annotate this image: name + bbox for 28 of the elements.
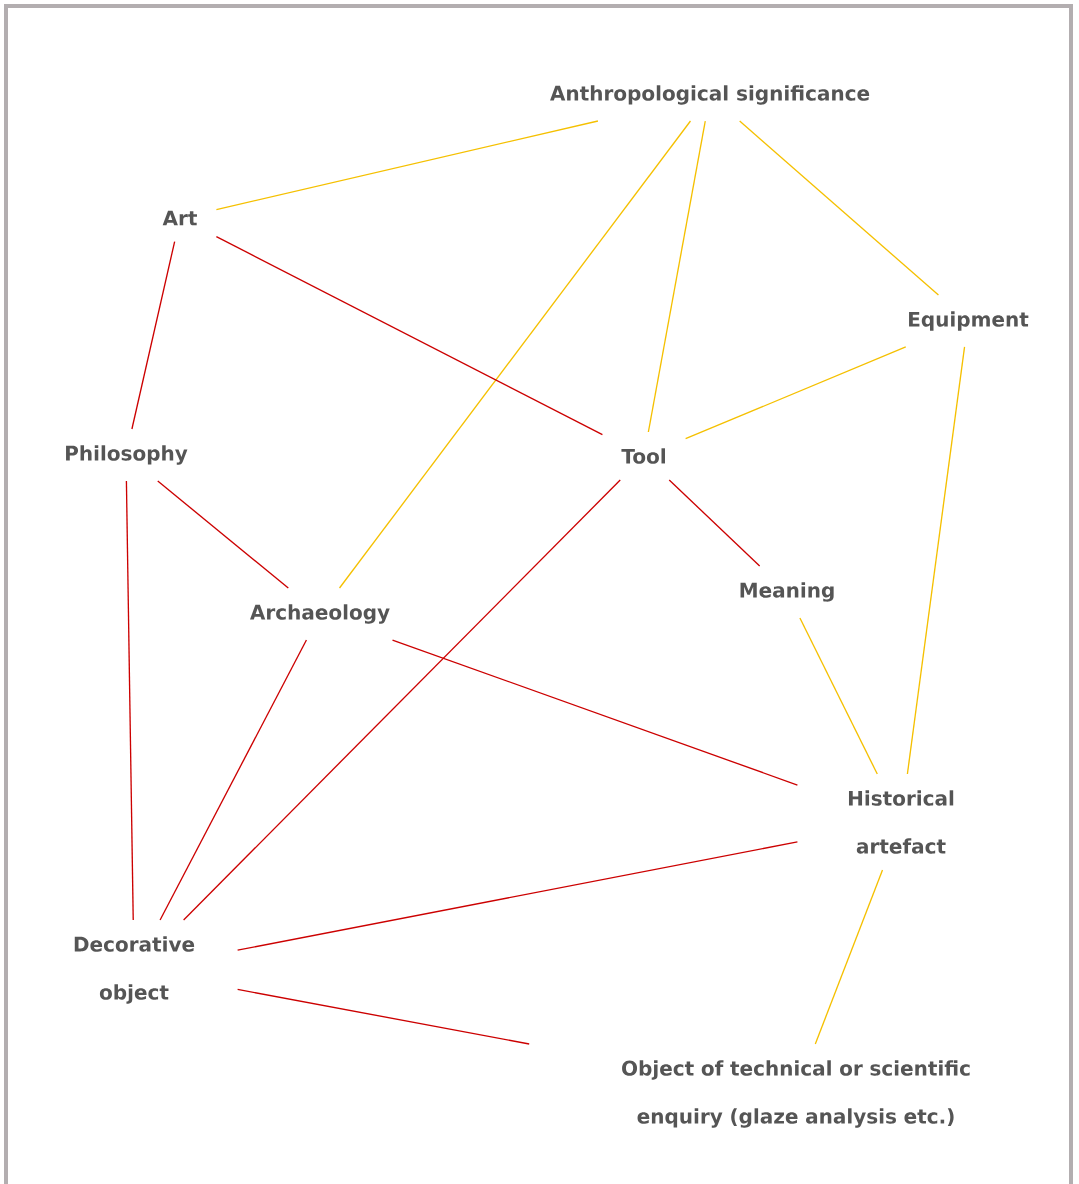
node-label: Archaeology: [250, 604, 390, 624]
connector-line: [125, 480, 134, 921]
connector-line: [159, 639, 308, 921]
node-label: Art: [162, 210, 197, 226]
connector-line: [236, 988, 530, 1045]
node-label: Equipment: [909, 311, 1029, 331]
connector-line: [647, 120, 706, 433]
connector-line: [338, 120, 692, 589]
node-label: Object of technical or scientific enquiry (glaze analysis etc.): [622, 1060, 970, 1128]
connector-line: [668, 479, 761, 567]
connector-line: [182, 479, 621, 921]
connector-line: [799, 617, 878, 775]
connector-line: [739, 120, 940, 296]
node-label: Historical artefact: [849, 790, 954, 854]
node-label: Decorative object: [74, 936, 195, 1004]
connector-line: [215, 235, 604, 436]
node-label: Tool: [621, 448, 665, 464]
connector-line: [391, 639, 799, 786]
connector-line: [814, 869, 884, 1045]
connector-line: [906, 346, 966, 775]
connector-line: [131, 240, 176, 430]
connector-line: [215, 120, 599, 211]
connector-line: [236, 841, 799, 951]
connector-line: [157, 480, 289, 589]
node-label: Anthropological significance: [550, 85, 870, 105]
connector-line: [684, 346, 907, 440]
node-label: Philosophy: [66, 445, 188, 465]
node-label: Meaning: [740, 582, 834, 602]
